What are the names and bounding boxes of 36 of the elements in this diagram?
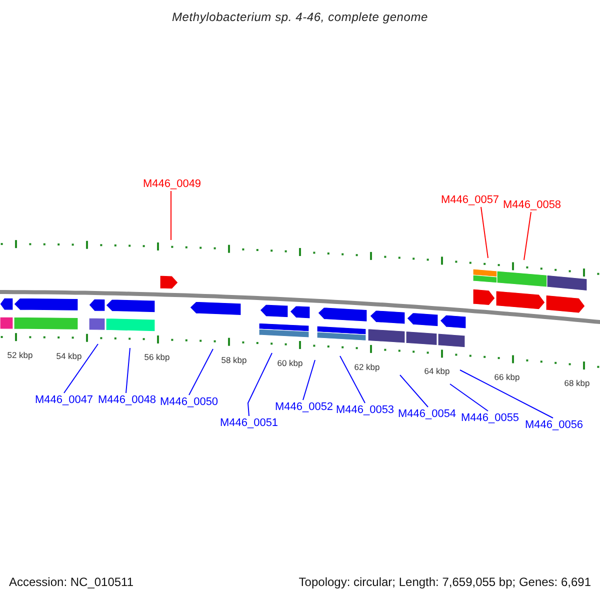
leader-line bbox=[340, 356, 366, 404]
scale-label: 58 kbp bbox=[221, 355, 247, 366]
gene-label: M446_0054 bbox=[398, 407, 456, 421]
leader-line bbox=[524, 212, 532, 260]
gene-label: M446_0051 bbox=[220, 416, 278, 430]
accession-text: Accession: NC_010511 bbox=[9, 575, 134, 589]
gene-label: M446_0055 bbox=[460, 411, 520, 425]
leader-line bbox=[188, 348, 214, 396]
scale-label: 68 kbp bbox=[564, 378, 590, 388]
gene-label: M446_0050 bbox=[160, 395, 218, 409]
leader-line bbox=[170, 190, 172, 240]
gene-label: M446_0047 bbox=[34, 393, 94, 407]
leader-line bbox=[248, 352, 272, 416]
leader-line bbox=[126, 348, 130, 394]
leader-line bbox=[480, 206, 488, 258]
scale-label: 56 kbp bbox=[144, 352, 170, 362]
leader-line bbox=[64, 344, 98, 394]
gene-label: M446_0053 bbox=[336, 403, 394, 417]
gene-label: M446_0056 bbox=[524, 418, 584, 432]
diagram-title: Methylobacterium sp. 4-46, complete genome bbox=[170, 10, 430, 24]
gene-label: M446_0058 bbox=[502, 198, 562, 212]
scale-label: 66 kbp bbox=[494, 372, 520, 382]
gene-label: M446_0048 bbox=[98, 393, 156, 407]
genome-info-text: Topology: circular; Length: 7,659,055 bp; Genes: 6,691 bbox=[298, 575, 591, 589]
scale-label: 62 kbp bbox=[354, 362, 380, 372]
leader-line bbox=[400, 374, 428, 408]
gene-label: M446_0052 bbox=[274, 400, 334, 414]
scale-label: 54 kbp bbox=[56, 350, 82, 361]
scale-label: 52 kbp bbox=[7, 350, 33, 360]
scale-label: 64 kbp bbox=[424, 366, 450, 376]
leader-line bbox=[450, 384, 488, 412]
scale-label: 60 kbp bbox=[277, 358, 303, 368]
leader-line bbox=[302, 360, 316, 400]
gene-label: M446_0057 bbox=[440, 193, 500, 207]
gene-label: M446_0049 bbox=[142, 177, 202, 191]
leader-line bbox=[460, 370, 554, 418]
